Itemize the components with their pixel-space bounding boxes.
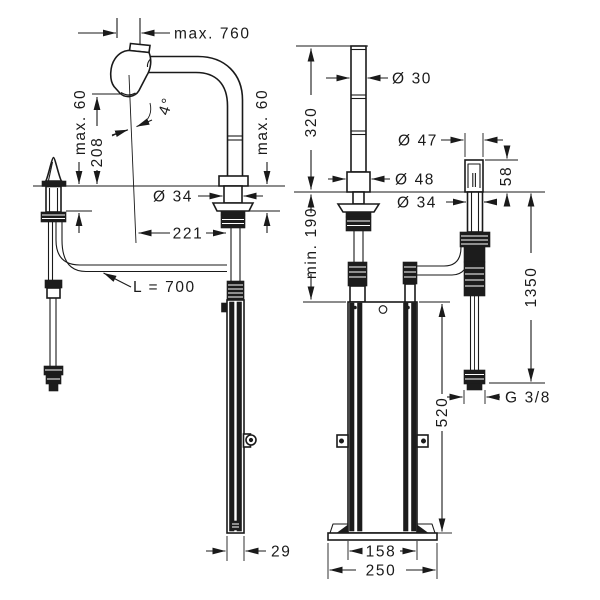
- dim-counter-max-left-label: max. 60: [72, 89, 89, 155]
- dim-pullout-hose-length: L = 700: [103, 272, 196, 296]
- dim-bracket-depth: 29: [206, 536, 291, 561]
- dim-connection-thread: G 3/8: [447, 390, 551, 407]
- dim-handle-tailpiece-diameter-label: Ø 34: [397, 195, 437, 212]
- dim-handle-diameter: Ø 47: [398, 133, 503, 157]
- dim-counter-max-right-label: max. 60: [254, 89, 271, 155]
- dim-supply-hose-length: 1350: [489, 193, 545, 384]
- bracket-front: [327, 301, 438, 541]
- dim-pullout-hose-length-label: L = 700: [133, 279, 196, 296]
- dim-min-installation-depth: min. 190: [303, 194, 346, 303]
- dim-body-height-label: 320: [303, 107, 320, 138]
- bracket-side: [221, 299, 257, 534]
- spout-axis-line: [128, 74, 137, 244]
- dim-handle-height-label: 58: [498, 166, 515, 186]
- spout-column: [346, 45, 371, 193]
- dim-body-height: 320: [303, 48, 320, 190]
- dim-baseplate-width-label: 250: [366, 563, 397, 580]
- base-plate: [327, 532, 438, 541]
- dim-bracket-height: 520: [419, 301, 452, 534]
- dim-supply-hose-length-label: 1350: [523, 267, 540, 308]
- handle-tailpiece: [459, 191, 491, 248]
- dim-bracket-height-label: 520: [434, 397, 451, 428]
- dim-counter-max-right: max. 60: [248, 89, 280, 233]
- dim-max-pullout: max. 760: [78, 18, 251, 44]
- dim-swivel-angle-label: 4°: [156, 95, 178, 117]
- dim-tailpiece-diameter-side-label: Ø 34: [153, 189, 193, 206]
- dim-min-installation-depth-label: min. 190: [303, 207, 320, 279]
- dim-bracket-width-label: 158: [366, 544, 397, 561]
- spout-base: [211, 175, 255, 301]
- dim-spout-pipe-diameter-label: Ø 30: [392, 71, 432, 88]
- dim-spout-pipe-diameter: Ø 30: [326, 71, 432, 88]
- dim-connection-thread-label: G 3/8: [505, 390, 551, 407]
- spray-head: [109, 42, 152, 98]
- dim-spout-height: 208: [89, 93, 122, 184]
- spout-arm: [148, 55, 244, 187]
- dim-spout-reach: 221: [138, 226, 226, 243]
- dim-handle-tailpiece-diameter: Ø 34: [397, 195, 497, 212]
- front-view: [294, 45, 545, 541]
- dim-handle-diameter-label: Ø 47: [398, 133, 438, 150]
- dim-spout-height-label: 208: [89, 137, 106, 168]
- dim-base-escutcheon-diameter-label: Ø 48: [395, 172, 435, 189]
- handle-front: [464, 159, 484, 193]
- dim-spout-reach-label: 221: [173, 226, 204, 243]
- side-view: [33, 42, 285, 534]
- dimensions: max. 760 max. 60 208 4° Ø 34: [66, 18, 551, 580]
- dim-max-pullout-label: max. 760: [174, 26, 251, 43]
- dim-handle-height: 58: [485, 145, 518, 207]
- supply-hose: [463, 246, 486, 391]
- dim-base-escutcheon-diameter: Ø 48: [328, 172, 435, 189]
- dim-counter-max-left: max. 60: [66, 89, 92, 233]
- spout-tailpiece: [336, 191, 381, 303]
- dim-bracket-depth-label: 29: [271, 544, 291, 561]
- dim-swivel-angle: 4°: [111, 95, 178, 138]
- hose-to-bracket: [402, 246, 471, 303]
- handle-detail-view: [402, 159, 491, 391]
- dim-baseplate-width: 250: [327, 543, 438, 580]
- handle-side: [40, 156, 67, 392]
- dim-tailpiece-diameter-side: Ø 34: [153, 189, 263, 206]
- dim-bracket-width: 158: [347, 541, 418, 561]
- connecting-hose: [55, 222, 227, 273]
